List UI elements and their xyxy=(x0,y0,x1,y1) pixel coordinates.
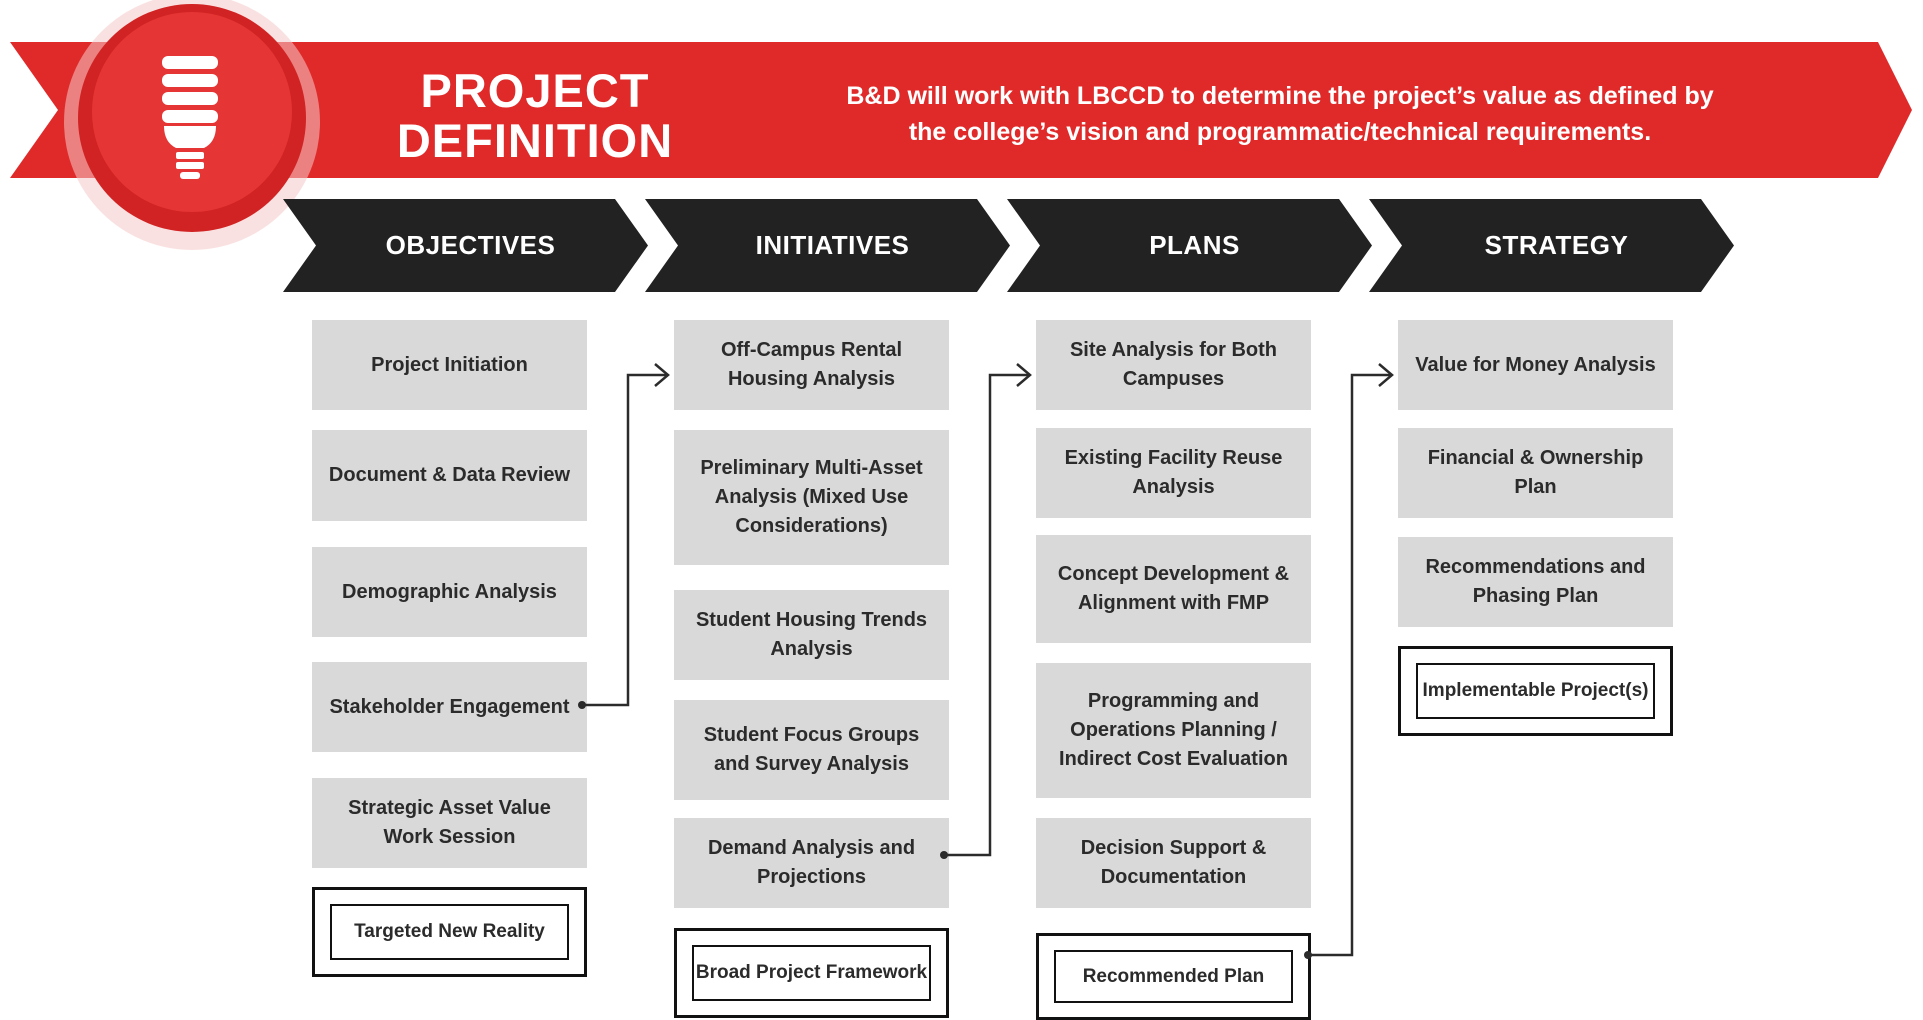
step-label: Document & Data Review xyxy=(328,464,571,486)
outcome-label: Recommended Plan xyxy=(1082,965,1265,987)
step-label: Value for Money Analysis xyxy=(1415,353,1656,376)
step-label: Decision Support & Documentation xyxy=(1080,837,1267,888)
banner-title-line1: PROJECT xyxy=(420,64,650,117)
step-label: Student Focus Groups and Survey Analysis xyxy=(703,724,920,775)
phase-plans: PLANS xyxy=(1007,199,1372,292)
banner-ribbon xyxy=(10,42,1912,178)
outcome-label: Implementable Project(s) xyxy=(1422,680,1649,701)
step-box: Financial & Ownership Plan xyxy=(1398,428,1673,518)
step-label: Concept Development & Alignment with FMP xyxy=(1057,563,1290,614)
phase-label: STRATEGY xyxy=(1484,230,1629,260)
phase-label: PLANS xyxy=(1149,230,1240,260)
step-label: Recommendations and Phasing Plan xyxy=(1425,556,1646,607)
step-label: Student Housing Trends Analysis xyxy=(695,609,928,660)
step-box: Demand Analysis and Projections xyxy=(674,818,949,908)
phase-label: OBJECTIVES xyxy=(385,230,556,260)
banner-title-line2: DEFINITION xyxy=(396,114,674,167)
outcome-box: Recommended Plan xyxy=(1036,933,1311,1020)
banner-description: B&D will work with LBCCD to determine th… xyxy=(750,78,1810,150)
step-box: Stakeholder Engagement xyxy=(312,662,587,752)
step-label: Demographic Analysis xyxy=(342,580,557,603)
step-label: Financial & Ownership Plan xyxy=(1427,447,1644,498)
step-label: Demand Analysis and Projections xyxy=(707,837,916,888)
step-box: Value for Money Analysis xyxy=(1398,320,1673,410)
phase-strategy: STRATEGY xyxy=(1369,199,1734,292)
step-box: Programming and Operations Planning / In… xyxy=(1036,663,1311,798)
phase-initiatives: INITIATIVES xyxy=(645,199,1010,292)
outcome-inner: Targeted New Reality xyxy=(330,904,569,960)
step-box: Recommendations and Phasing Plan xyxy=(1398,537,1673,627)
step-box: Existing Facility Reuse Analysis xyxy=(1036,428,1311,518)
step-box: Preliminary Multi-Asset Analysis (Mixed … xyxy=(674,430,949,565)
phase-label: INITIATIVES xyxy=(755,230,910,260)
step-label: Stakeholder Engagement xyxy=(329,695,570,718)
step-label: Existing Facility Reuse Analysis xyxy=(1064,447,1283,498)
outcome-label: Broad Project Framework xyxy=(695,962,928,983)
outcome-box: Broad Project Framework xyxy=(674,928,949,1018)
step-box: Demographic Analysis xyxy=(312,547,587,637)
step-box: Site Analysis for Both Campuses xyxy=(1036,320,1311,410)
outcome-box: Targeted New Reality xyxy=(312,887,587,977)
outcome-inner: Broad Project Framework xyxy=(692,945,931,1001)
step-box: Off-Campus Rental Housing Analysis xyxy=(674,320,949,410)
step-label: Project Initiation xyxy=(371,353,528,376)
step-label: Site Analysis for Both Campuses xyxy=(1069,339,1278,390)
banner-description-line2: the college’s vision and programmatic/te… xyxy=(908,118,1652,146)
banner-title: PROJECT DEFINITION xyxy=(370,66,700,166)
banner-description-line1: B&D will work with LBCCD to determine th… xyxy=(846,82,1714,110)
step-box: Student Focus Groups and Survey Analysis xyxy=(674,700,949,800)
step-box: Decision Support & Documentation xyxy=(1036,818,1311,908)
step-box: Document & Data Review xyxy=(312,430,587,521)
step-label: Off-Campus Rental Housing Analysis xyxy=(720,339,903,390)
outcome-inner: Implementable Project(s) xyxy=(1416,663,1655,719)
step-box: Student Housing Trends Analysis xyxy=(674,590,949,680)
lightbulb-icon xyxy=(162,56,218,179)
step-label: Strategic Asset Value Work Session xyxy=(348,797,551,848)
phase-objectives: OBJECTIVES xyxy=(283,199,648,292)
outcome-label: Targeted New Reality xyxy=(354,921,545,942)
outcome-inner: Recommended Plan xyxy=(1054,950,1293,1003)
step-box: Project Initiation xyxy=(312,320,587,410)
step-label: Preliminary Multi-Asset Analysis (Mixed … xyxy=(700,457,923,537)
step-box: Concept Development & Alignment with FMP xyxy=(1036,535,1311,643)
step-label: Programming and Operations Planning / In… xyxy=(1059,690,1288,770)
outcome-box: Implementable Project(s) xyxy=(1398,646,1673,736)
step-box: Strategic Asset Value Work Session xyxy=(312,778,587,868)
